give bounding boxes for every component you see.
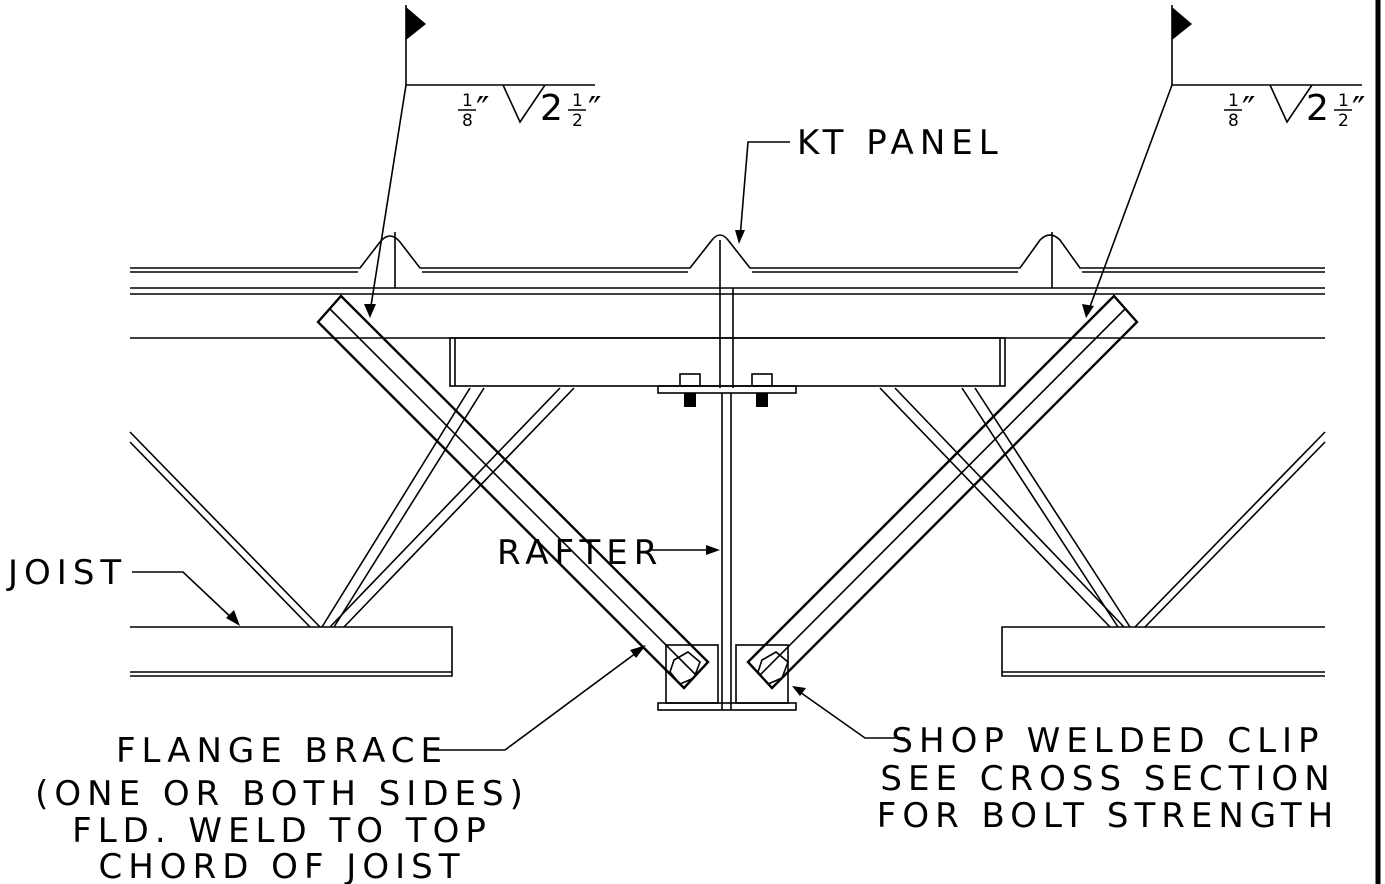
flange-brace-note: FLANGE BRACE (ONE OR BOTH SIDES) FLD. WE…: [35, 731, 529, 884]
svg-text:SHOP WELDED CLIP: SHOP WELDED CLIP: [891, 721, 1324, 761]
svg-text:2: 2: [1338, 111, 1349, 131]
kt-panel-profile: [130, 232, 1325, 288]
joist-top-chord-right: [1001, 626, 1325, 677]
svg-text:″: ″: [476, 90, 489, 131]
bolt-right: [751, 373, 773, 407]
flange-brace-left: [316, 294, 710, 690]
svg-text:2: 2: [1306, 88, 1329, 129]
rafter-bottom-flange: [657, 644, 797, 711]
rafter-top-flange: [130, 287, 1325, 339]
svg-text:2: 2: [540, 88, 563, 129]
joist-leader: [132, 571, 240, 626]
svg-text:1: 1: [462, 91, 473, 111]
svg-text:″: ″: [588, 90, 601, 131]
joist-top-chord-left: [130, 626, 453, 677]
svg-text:CHORD OF JOIST: CHORD OF JOIST: [99, 847, 466, 884]
svg-text:″: ″: [1242, 90, 1255, 131]
svg-text:1: 1: [572, 91, 583, 111]
rafter-web: [721, 393, 732, 710]
svg-text:2: 2: [572, 111, 583, 131]
svg-text:(ONE OR BOTH SIDES): (ONE OR BOTH SIDES): [35, 774, 529, 814]
weld-symbol-right: [1082, 5, 1362, 318]
weld-symbol-left: [364, 5, 595, 318]
kt-panel-label: KT PANEL: [797, 123, 1004, 163]
kt-panel-leader: [735, 141, 790, 244]
shop-clip-note: SHOP WELDED CLIP SEE CROSS SECTION FOR B…: [877, 721, 1339, 836]
flange-brace-right: [746, 294, 1139, 690]
svg-text:8: 8: [1228, 111, 1239, 131]
svg-text:FLANGE BRACE: FLANGE BRACE: [116, 731, 448, 771]
svg-text:1: 1: [1338, 91, 1349, 111]
bolt-left: [679, 373, 701, 407]
svg-text:8: 8: [462, 111, 473, 131]
rafter-leader: [650, 545, 720, 555]
shop-clip-leader: [792, 686, 905, 739]
flange-brace-leader: [430, 645, 646, 751]
weld-size-right: 1 8 ″ 2 1 2 ″: [1224, 88, 1365, 131]
panel-seam-clip: [657, 240, 797, 394]
joist-label: JOIST: [6, 553, 127, 593]
weld-size-left: 1 8 ″ 2 1 2 ″: [458, 88, 601, 131]
svg-text:SEE CROSS SECTION: SEE CROSS SECTION: [880, 759, 1335, 799]
svg-text:″: ″: [1352, 90, 1365, 131]
joist-web-left: [129, 387, 575, 628]
rafter-label: RAFTER: [497, 533, 663, 573]
svg-text:1: 1: [1228, 91, 1239, 111]
joist-web-right: [879, 387, 1326, 628]
rafter-bearing-block: [449, 337, 1006, 387]
svg-text:FOR BOLT STRENGTH: FOR BOLT STRENGTH: [877, 796, 1339, 836]
svg-text:FLD. WELD TO TOP: FLD. WELD TO TOP: [72, 811, 492, 851]
